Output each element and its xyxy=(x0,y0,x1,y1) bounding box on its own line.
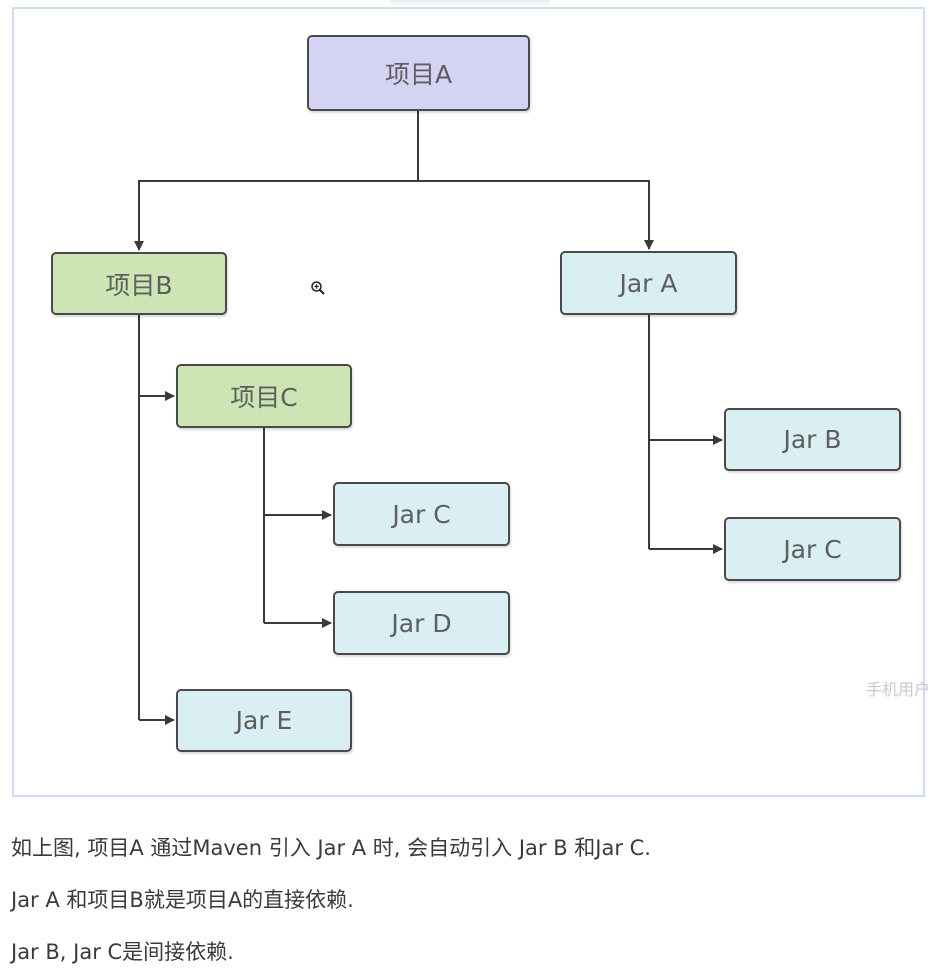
node-jar-d: Jar D xyxy=(333,591,510,655)
node-jar-c-right: Jar C xyxy=(724,517,901,581)
node-jar-b-right: Jar B xyxy=(724,408,901,471)
top-shadow xyxy=(390,0,550,6)
caption-line-3: Jar B, Jar C是间接依赖. xyxy=(11,940,234,964)
zoom-in-cursor-icon xyxy=(311,281,325,295)
node-jar-e: Jar E xyxy=(176,689,352,752)
node-jar-c-left: Jar C xyxy=(333,482,510,546)
edge-root-to-project-b xyxy=(134,180,418,251)
node-jar-a: Jar A xyxy=(560,251,737,315)
caption-line-1: 如上图, 项目A 通过Maven 引入 Jar A 时, 会自动引入 Jar B… xyxy=(11,836,651,860)
caption-line-2: Jar A 和项目B就是项目A的直接依赖. xyxy=(11,888,354,912)
edge-root-to-jar-a xyxy=(418,180,654,250)
node-project-b: 项目B xyxy=(51,252,227,315)
node-project-a: 项目A xyxy=(307,35,530,111)
node-project-c: 项目C xyxy=(176,364,352,428)
watermark-text: 手机用户 xyxy=(866,680,931,699)
diagram-frame xyxy=(12,7,925,797)
